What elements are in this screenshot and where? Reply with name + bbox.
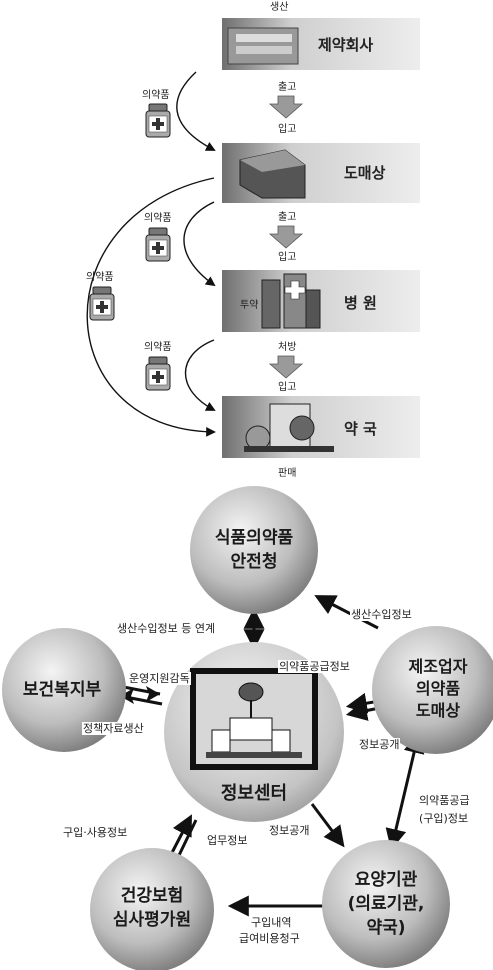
node-manufacturer-line: 의약품 — [415, 679, 461, 698]
node-center-label: 정보센터 — [221, 782, 287, 806]
in-label-1: 입고 — [278, 124, 297, 135]
medicine-bottle-icon — [145, 227, 171, 262]
node-food-drug-line: 식품의약품 — [214, 528, 294, 548]
node-food-drug-line: 안전청 — [230, 552, 278, 572]
in-label-3: 입고 — [278, 382, 297, 393]
node-insurance-line: 건강보험 — [120, 886, 184, 906]
stage-pharma-label: 제약회사 — [318, 36, 374, 54]
node-care-circle — [322, 840, 450, 968]
node-care-line: 요양기관 — [354, 870, 418, 890]
edge-supply-purchase-label: 의약품공급 — [418, 794, 471, 807]
edge-purchase-use-label: 구입·사용정보 — [62, 826, 129, 839]
stage-hospital-label: 병 원 — [344, 294, 377, 312]
stage-bar-pharma — [222, 18, 420, 70]
stage-bar-hospital — [222, 270, 420, 332]
stage-wholesaler-label: 도매상 — [344, 164, 386, 182]
out-label-1: 출고 — [278, 82, 297, 93]
in-label-2: 입고 — [278, 252, 297, 263]
node-food-drug-label: 식품의약품 안전청 — [215, 526, 293, 574]
production-label: 생산 — [270, 2, 289, 13]
node-insurance-circle — [90, 848, 214, 970]
node-welfare-label: 보건복지부 — [23, 678, 101, 702]
node-care-label: 요양기관 (의료기관, 약국) — [348, 868, 425, 940]
network-edges — [117, 595, 425, 917]
medicine-bottle-icon — [145, 356, 171, 391]
edge-billing-label: 구입내역 — [250, 916, 293, 929]
medicine-bottle-icon — [145, 103, 171, 138]
edge-disclosure-mfr-label: 정보공개 — [358, 738, 401, 751]
node-manufacturer-line: 제조업자 — [408, 657, 468, 676]
out-label-2: 출고 — [278, 212, 297, 223]
edge-disclosure-care-label: 정보공개 — [268, 824, 311, 837]
medicine-label: 의약품 — [144, 213, 172, 224]
edge-supply-info-label: 의약품공급정보 — [278, 660, 351, 673]
node-manufacturer-line: 도매상 — [415, 701, 461, 720]
node-care-line: (의료기관, — [347, 894, 425, 914]
down-arrows — [268, 95, 304, 379]
edge-billing-label-2: 급여비용청구 — [238, 932, 301, 945]
edge-supply-purchase-label-2: (구입)정보 — [418, 812, 470, 825]
node-manufacturer-circle — [372, 626, 493, 754]
node-welfare-line: 보건복지부 — [22, 680, 102, 700]
medicine-bottle-icon — [89, 286, 115, 321]
edge-production-info-label: 생산수입정보 — [350, 608, 413, 621]
node-manufacturer-label: 제조업자 의약품 도매상 — [409, 656, 468, 722]
medicine-label: 의약품 — [142, 90, 170, 101]
network-edge-heads — [120, 686, 160, 704]
sale-label: 판매 — [278, 468, 297, 479]
flow-curves — [86, 71, 216, 437]
medicine-label: 의약품 — [144, 342, 172, 353]
edge-policy-label: 정책자료생산 — [82, 722, 145, 735]
edge-link-label: 생산수입정보 등 연계 — [116, 622, 217, 635]
stage-pharmacy-label: 약 국 — [344, 420, 377, 438]
node-food-drug-circle — [190, 486, 318, 614]
medicine-label: 의약품 — [86, 272, 114, 283]
node-welfare-circle — [2, 628, 126, 752]
hospital-side-label: 투약 — [240, 300, 259, 311]
stage-bar-wholesaler — [222, 143, 420, 203]
info-center-building — [190, 668, 318, 770]
node-care-line: 약국) — [366, 918, 406, 938]
stage-bar-pharmacy — [222, 396, 420, 458]
node-insurance-label: 건강보험 심사평가원 — [113, 884, 191, 932]
edge-work-info-label: 업무정보 — [206, 834, 249, 847]
prescription-label: 처방 — [278, 342, 297, 353]
node-insurance-line: 심사평가원 — [112, 910, 192, 930]
edge-ops-support-label: 운영지원감독 — [128, 672, 191, 685]
node-center-line: 정보센터 — [220, 783, 288, 804]
